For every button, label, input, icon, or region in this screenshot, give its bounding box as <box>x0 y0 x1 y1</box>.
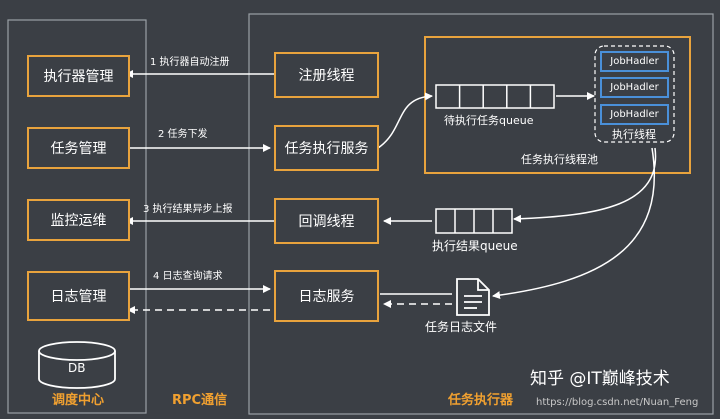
db-label: DB <box>68 361 86 375</box>
report-label: 3 执行结果异步上报 <box>143 204 233 215</box>
executor-title: 任务执行器 <box>448 393 514 408</box>
dispatch-center-frame <box>7 19 147 414</box>
pool-to-logfile-arrow <box>492 147 655 300</box>
task-management-box: 任务管理 <box>27 127 130 169</box>
log-service-box: 日志服务 <box>274 270 379 322</box>
rpc-title: RPC通信 <box>172 393 228 408</box>
task-execution-service-box: 任务执行服务 <box>274 125 379 171</box>
document-icon <box>456 278 490 316</box>
register-thread-box: 注册线程 <box>274 52 379 98</box>
pending-queue-label: 待执行任务queue <box>444 114 534 127</box>
result-queue <box>435 208 513 234</box>
dispatch-center-title: 调度中心 <box>52 393 105 408</box>
executor-frame <box>248 13 714 415</box>
thread-label: 执行线程 <box>612 128 656 141</box>
result-queue-label: 执行结果queue <box>432 239 518 253</box>
log-file-label: 任务日志文件 <box>425 320 498 334</box>
database-icon <box>38 341 116 389</box>
job-handler-3: JobHadler <box>600 104 669 125</box>
service-to-queue-arrow <box>377 92 433 149</box>
executor-management-box: 执行器管理 <box>27 55 130 97</box>
job-handler-group <box>594 45 675 143</box>
thread-pool-label: 任务执行线程池 <box>521 153 598 166</box>
watermark-url: https://blog.csdn.net/Nuan_Feng <box>536 397 699 408</box>
dispatch-label: 2 任务下发 <box>158 129 208 140</box>
pending-queue <box>435 84 555 109</box>
thread-pool-frame <box>424 36 691 174</box>
register-label: 1 执行器自动注册 <box>150 57 230 68</box>
job-handler-2: JobHadler <box>600 77 669 98</box>
log-management-box: 日志管理 <box>27 271 130 321</box>
callback-thread-box: 回调线程 <box>274 198 379 244</box>
watermark-brand: 知乎 @IT巅峰技术 <box>530 369 670 389</box>
log-query-label: 4 日志查询请求 <box>153 271 223 282</box>
job-handler-1: JobHadler <box>600 51 669 72</box>
monitoring-ops-box: 监控运维 <box>27 199 130 241</box>
